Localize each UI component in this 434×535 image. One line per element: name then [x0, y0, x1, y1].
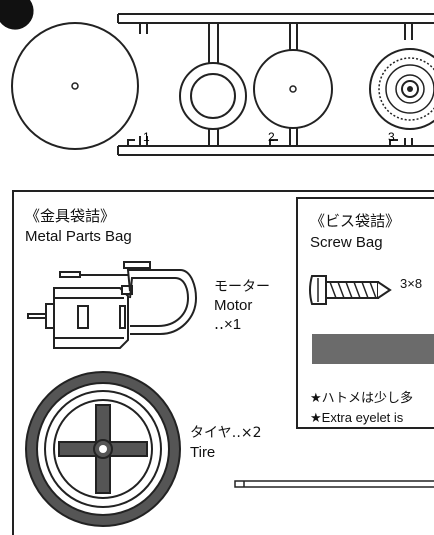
eyelet-note-jp: ★ハトメは少し多	[310, 391, 414, 406]
sprue-frame	[117, 13, 434, 156]
motor-label-jp: モーター	[214, 279, 270, 295]
tire-label-en: Tire	[190, 444, 216, 461]
gear-part-3	[369, 48, 434, 130]
logo-mark	[0, 0, 34, 30]
part-number-1: 1	[143, 130, 150, 144]
metal-parts-bag-panel	[12, 190, 434, 535]
pulley-part-2	[253, 49, 333, 129]
pulley-part-1	[11, 22, 139, 150]
part-number-3: 3	[388, 130, 395, 144]
part-number-2: 2	[268, 130, 275, 144]
sprue-ring	[179, 62, 247, 130]
screw-bag-title-jp: 《ビス袋詰》	[310, 212, 401, 230]
metal-bag-title-en: Metal Parts Bag	[25, 228, 132, 245]
tire-label-jp: タイヤ‥×2	[190, 425, 262, 441]
sprue-illustration: 1 2 3	[0, 0, 434, 156]
motor-illustration	[27, 261, 198, 349]
tire-illustration	[25, 371, 181, 527]
screw-illustration	[309, 275, 392, 305]
motor-quantity: ‥×1	[214, 316, 242, 333]
motor-label-en: Motor	[214, 297, 253, 314]
metal-bag-title-jp: 《金具袋詰》	[25, 207, 116, 225]
eyelet-strip	[312, 334, 434, 364]
screw-bag-panel	[296, 197, 434, 429]
shaft-illustration	[234, 480, 434, 488]
screw-bag-title-en: Screw Bag	[310, 234, 383, 251]
eyelet-note-en: ★Extra eyelet is	[310, 410, 404, 425]
screw-quantity: 3×8	[400, 276, 423, 291]
